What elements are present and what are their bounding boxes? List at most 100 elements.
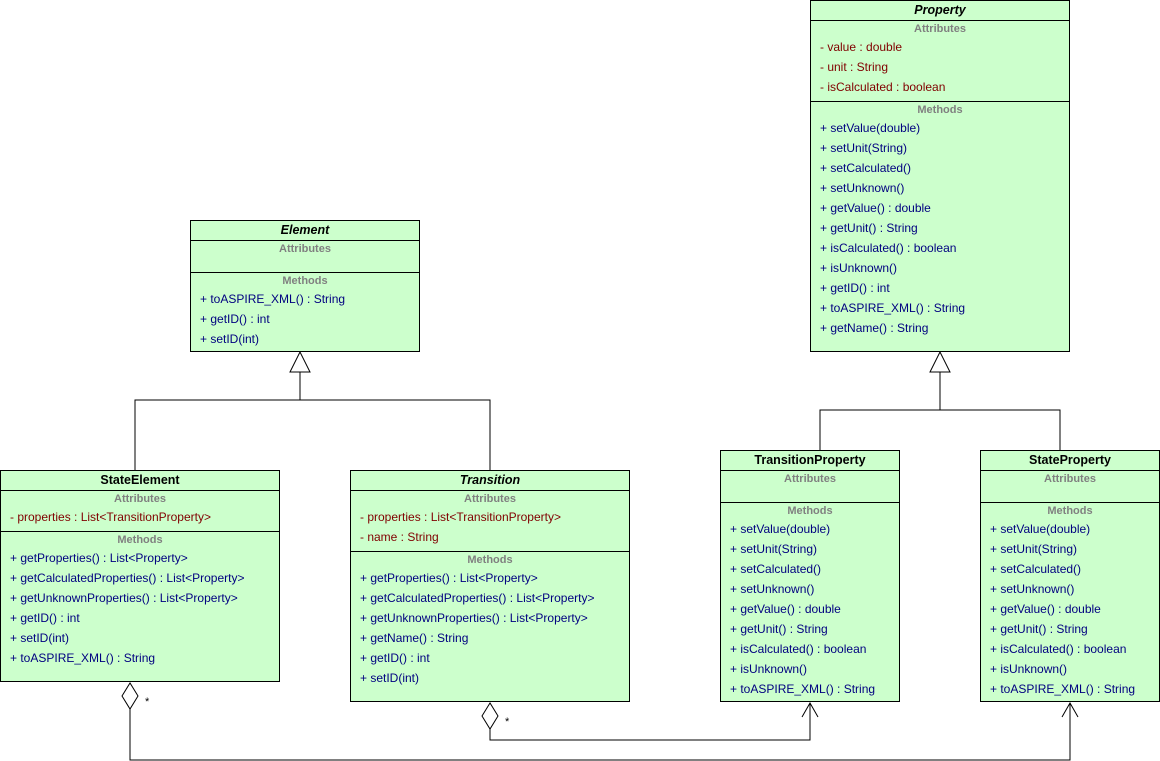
methods-header: Methods [467, 554, 513, 566]
method-row: + isUnknown() [820, 261, 898, 275]
method-row: + getUnit() : String [820, 221, 918, 235]
method-row: + isCalculated() : boolean [730, 642, 867, 656]
transition-transitionproperty-association-line [489, 703, 811, 741]
methods-header: Methods [117, 534, 163, 546]
methods-header: Methods [1047, 505, 1093, 517]
method-row: + isUnknown() [730, 662, 808, 676]
attribute-list [981, 487, 1159, 498]
attributes-section: Attributes - value : double - unit : Stri… [811, 21, 1069, 102]
attribute-list [191, 257, 419, 268]
method-row: + getValue() : double [730, 602, 841, 616]
attributes-section: Attributes [981, 471, 1159, 503]
transition-inherits-element-line [300, 399, 491, 471]
class-box-transitionproperty[interactable]: TransitionProperty Attributes Methods + … [720, 450, 900, 702]
methods-section: Methods + getProperties() : List<Propert… [351, 552, 629, 692]
empty-attribute-list [191, 257, 419, 268]
class-box-stateproperty[interactable]: StateProperty Attributes Methods + setVa… [980, 450, 1160, 702]
attribute-row: - properties : List<TransitionProperty> [10, 510, 211, 524]
element-generalization-arrow [289, 350, 311, 373]
method-row: + setID(int) [360, 671, 420, 685]
class-name: StateProperty [981, 451, 1159, 471]
method-row: + getProperties() : List<Property> [10, 551, 188, 565]
class-box-property[interactable]: Property Attributes - value : double- un… [810, 0, 1070, 352]
attribute-row: - name : String [360, 530, 439, 544]
stateelement-stateproperty-association-line [129, 703, 1071, 761]
method-row: + getName() : String [360, 631, 469, 645]
method-row: + getID() : int [200, 312, 270, 326]
attributes-header: Attributes [914, 23, 966, 35]
method-list: + setValue(double) + setUnit(String) + set… [721, 519, 899, 699]
transition-multiplicity-label: * [505, 716, 510, 728]
method-row: + getProperties() : List<Property> [360, 571, 538, 585]
method-row: + getUnit() : String [730, 622, 828, 636]
method-row: + setUnit(String) [990, 542, 1078, 556]
methods-section: Methods + setValue(double) + setUnit(Stri… [981, 503, 1159, 703]
method-row: + toASPIRE_XML() : String [10, 651, 156, 665]
method-row: + setValue(double) [730, 522, 831, 536]
method-row: + toASPIRE_XML() : String [730, 682, 876, 696]
method-row: + setUnknown() [730, 582, 815, 596]
attributes-header: Attributes [784, 473, 836, 485]
attributes-section: Attributes [191, 241, 419, 273]
attribute-row: - value : double [820, 40, 903, 54]
stateelement-aggregation-diamond [121, 682, 139, 710]
stateproperty-association-arrowhead [1061, 701, 1079, 718]
attribute-list: - properties : List<TransitionProperty> [1, 507, 279, 527]
method-row: + toASPIRE_XML() : String [820, 301, 966, 315]
method-row: + setID(int) [200, 332, 260, 346]
transitionproperty-association-arrowhead [801, 701, 819, 718]
attribute-list: - value : double- unit : String- isCalcu… [811, 37, 1069, 97]
methods-section: Methods + setValue(double) + setUnit(Stri… [721, 503, 899, 703]
class-name: Element [191, 221, 419, 241]
methods-section: Methods + getProperties() : List<Propert… [1, 532, 279, 672]
method-row: + setUnknown() [990, 582, 1075, 596]
method-row: + setUnit(String) [820, 141, 908, 155]
methods-section: Methods + toASPIRE_XML() : String + getID… [191, 273, 419, 353]
method-row: + getCalculatedProperties() : List<Prope… [360, 591, 595, 605]
method-row: + toASPIRE_XML() : String [200, 292, 346, 306]
class-box-stateelement[interactable]: StateElement Attributes - properties : L… [0, 470, 280, 682]
transitionproperty-inherits-property-line [819, 372, 941, 451]
method-list: + getProperties() : List<Property> + getC… [1, 548, 279, 668]
method-row: + getID() : int [360, 651, 430, 665]
method-row: + getValue() : double [820, 201, 931, 215]
method-row: + getUnknownProperties() : List<Property… [360, 611, 588, 625]
method-list: + toASPIRE_XML() : String + getID() : int… [191, 289, 419, 349]
methods-header: Methods [917, 104, 963, 116]
method-row: + setCalculated() [820, 161, 912, 175]
method-row: + getID() : int [10, 611, 80, 625]
method-row: + setValue(double) [990, 522, 1091, 536]
attribute-row: - properties : List<TransitionProperty> [360, 510, 561, 524]
methods-header: Methods [282, 275, 328, 287]
method-row: + setValue(double) [820, 121, 921, 135]
attribute-row: - unit : String [820, 60, 889, 74]
method-row: + setUnknown() [820, 181, 905, 195]
attributes-section: Attributes - properties : List<Transitio… [1, 491, 279, 532]
empty-attribute-list [981, 487, 1159, 498]
method-row: + getCalculatedProperties() : List<Prope… [10, 571, 245, 585]
attributes-header: Attributes [1044, 473, 1096, 485]
method-row: + setCalculated() [990, 562, 1082, 576]
attributes-section: Attributes - properties : List<Transitio… [351, 491, 629, 552]
methods-header: Methods [787, 505, 833, 517]
method-row: + setCalculated() [730, 562, 822, 576]
methods-section: Methods + setValue(double) + setUnit(Stri… [811, 102, 1069, 342]
method-row: + getName() : String [820, 321, 929, 335]
method-row: + getID() : int [820, 281, 890, 295]
class-name: TransitionProperty [721, 451, 899, 471]
method-row: + setUnit(String) [730, 542, 818, 556]
class-box-transition[interactable]: Transition Attributes - properties : Lis… [350, 470, 630, 702]
method-row: + isUnknown() [990, 662, 1068, 676]
method-row: + getValue() : double [990, 602, 1101, 616]
method-row: + isCalculated() : boolean [820, 241, 957, 255]
class-box-element[interactable]: Element Attributes Methods + toASPIRE_XM… [190, 220, 420, 352]
attributes-header: Attributes [464, 493, 516, 505]
method-row: + isCalculated() : boolean [990, 642, 1127, 656]
stateelement-inherits-element-line [134, 372, 301, 471]
method-row: + getUnknownProperties() : List<Property… [10, 591, 238, 605]
attributes-header: Attributes [279, 243, 331, 255]
method-list: + setValue(double) + setUnit(String) + set… [981, 519, 1159, 699]
method-list: + setValue(double) + setUnit(String) + set… [811, 118, 1069, 338]
method-row: + setID(int) [10, 631, 70, 645]
